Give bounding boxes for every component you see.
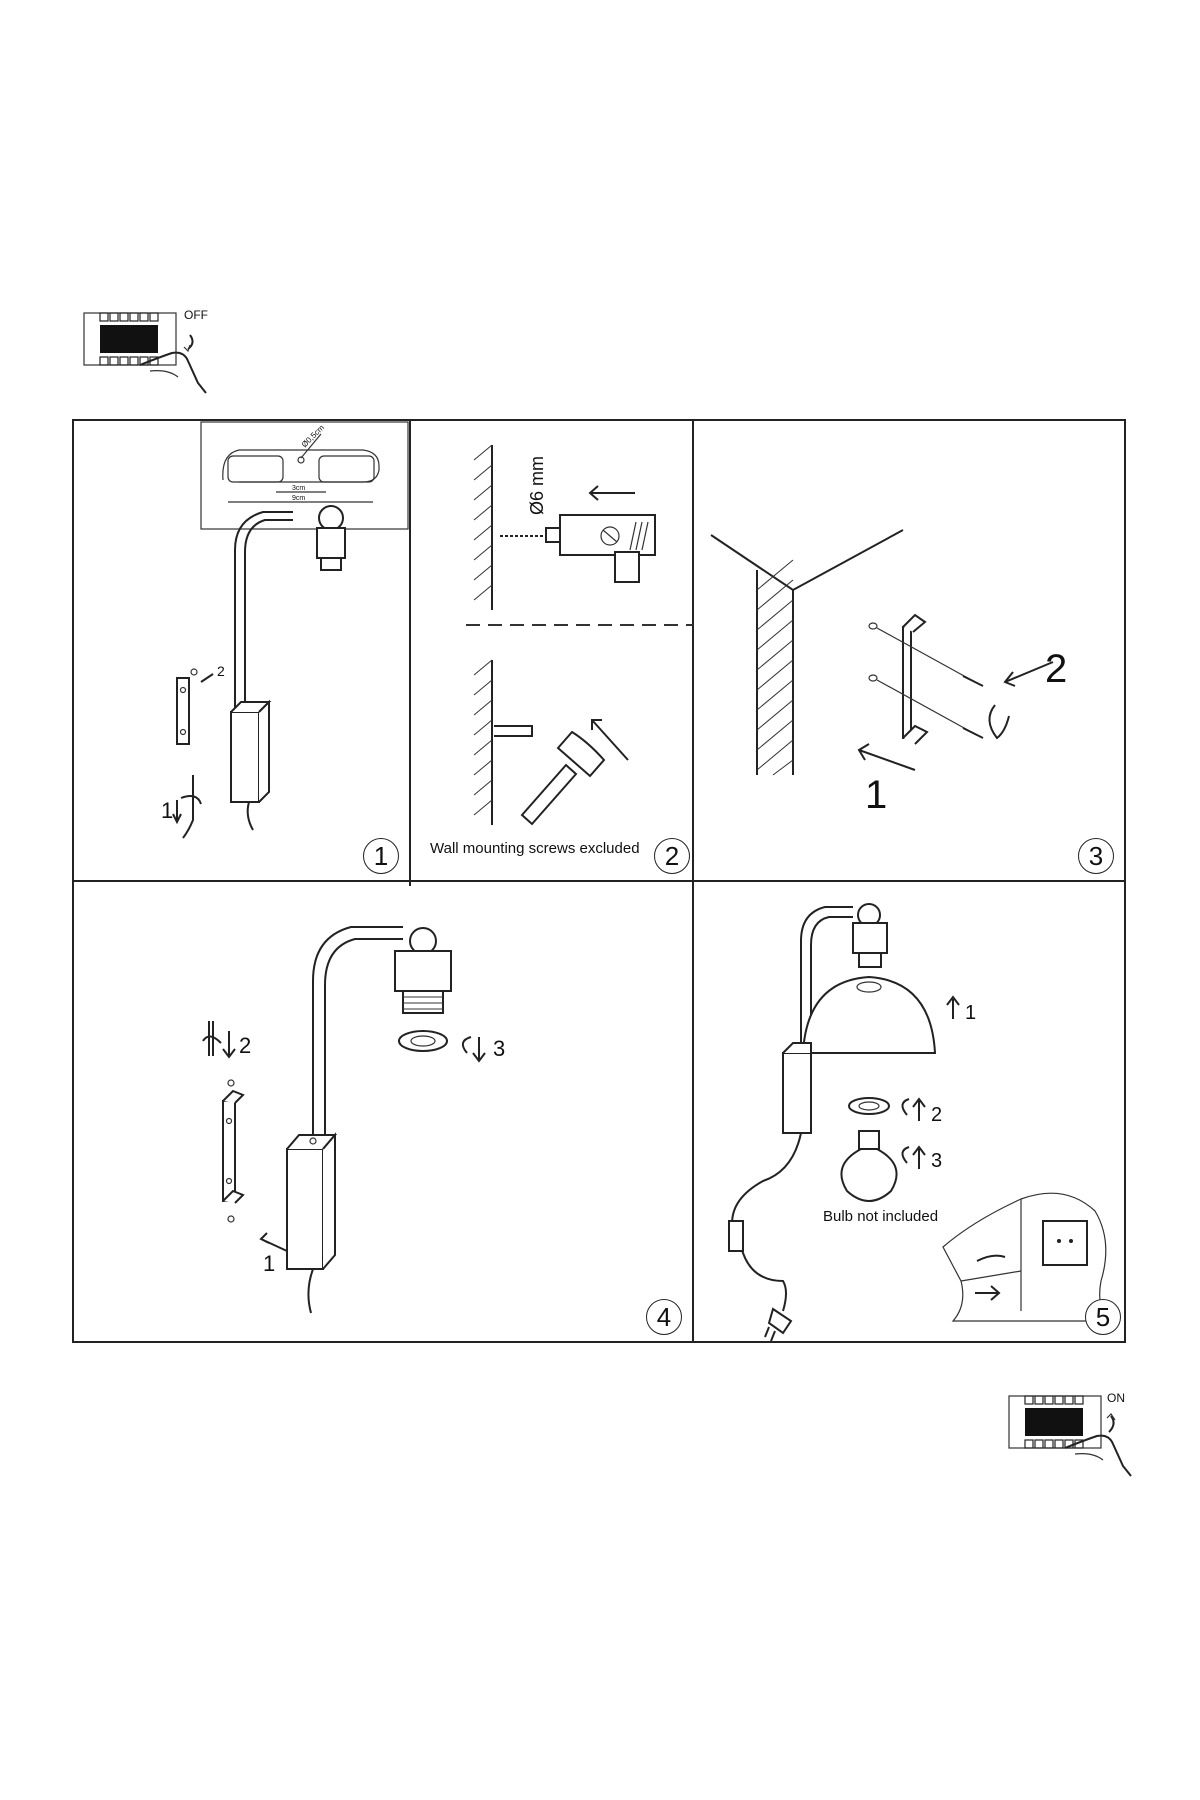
svg-text:3: 3 bbox=[493, 1036, 505, 1061]
step-2-illustration: Ø6 mm Wall mounting screws excluded 2 bbox=[410, 420, 693, 881]
drill-icon bbox=[500, 514, 656, 583]
svg-text:3: 3 bbox=[931, 1150, 942, 1172]
svg-text:2: 2 bbox=[1045, 647, 1067, 691]
svg-text:2: 2 bbox=[931, 1104, 942, 1126]
breaker-on-icon: ON bbox=[1005, 1388, 1135, 1478]
step-number: 1 bbox=[363, 838, 399, 874]
step-number: 3 bbox=[1078, 838, 1114, 874]
step-number: 5 bbox=[1085, 1299, 1121, 1335]
svg-text:1: 1 bbox=[161, 798, 173, 823]
step-3-illustration: 2 1 3 bbox=[693, 420, 1125, 881]
off-label: OFF bbox=[184, 308, 208, 322]
svg-text:2: 2 bbox=[217, 663, 225, 679]
svg-text:1: 1 bbox=[965, 1002, 976, 1024]
step-number: 4 bbox=[646, 1299, 682, 1335]
step-5-illustration: 1 2 3 Bulb not included 5 bbox=[693, 881, 1125, 1342]
svg-text:2: 2 bbox=[239, 1033, 251, 1058]
hammer-icon bbox=[520, 730, 606, 826]
drill-size-label: Ø6 mm bbox=[527, 456, 547, 515]
plug-icon bbox=[764, 1307, 793, 1342]
bulb-icon bbox=[840, 1130, 898, 1202]
step-4-illustration: 3 2 1 4 bbox=[73, 881, 693, 1342]
breaker-off-icon: OFF bbox=[80, 305, 210, 395]
step-number: 2 bbox=[654, 838, 690, 874]
step-2-caption: Wall mounting screws excluded bbox=[430, 840, 640, 857]
step-5-caption: Bulb not included bbox=[823, 1208, 939, 1225]
dim-inner-label: 3cm bbox=[292, 485, 305, 492]
svg-text:1: 1 bbox=[263, 1251, 275, 1276]
hole-diameter-label: Ø0,5cm bbox=[300, 423, 326, 449]
svg-text:1: 1 bbox=[865, 773, 887, 817]
step-1-illustration: Ø0,5cm 3cm 9cm 2 1 1 bbox=[73, 420, 410, 881]
on-label: ON bbox=[1107, 1391, 1125, 1405]
dim-outer-label: 9cm bbox=[292, 495, 305, 502]
